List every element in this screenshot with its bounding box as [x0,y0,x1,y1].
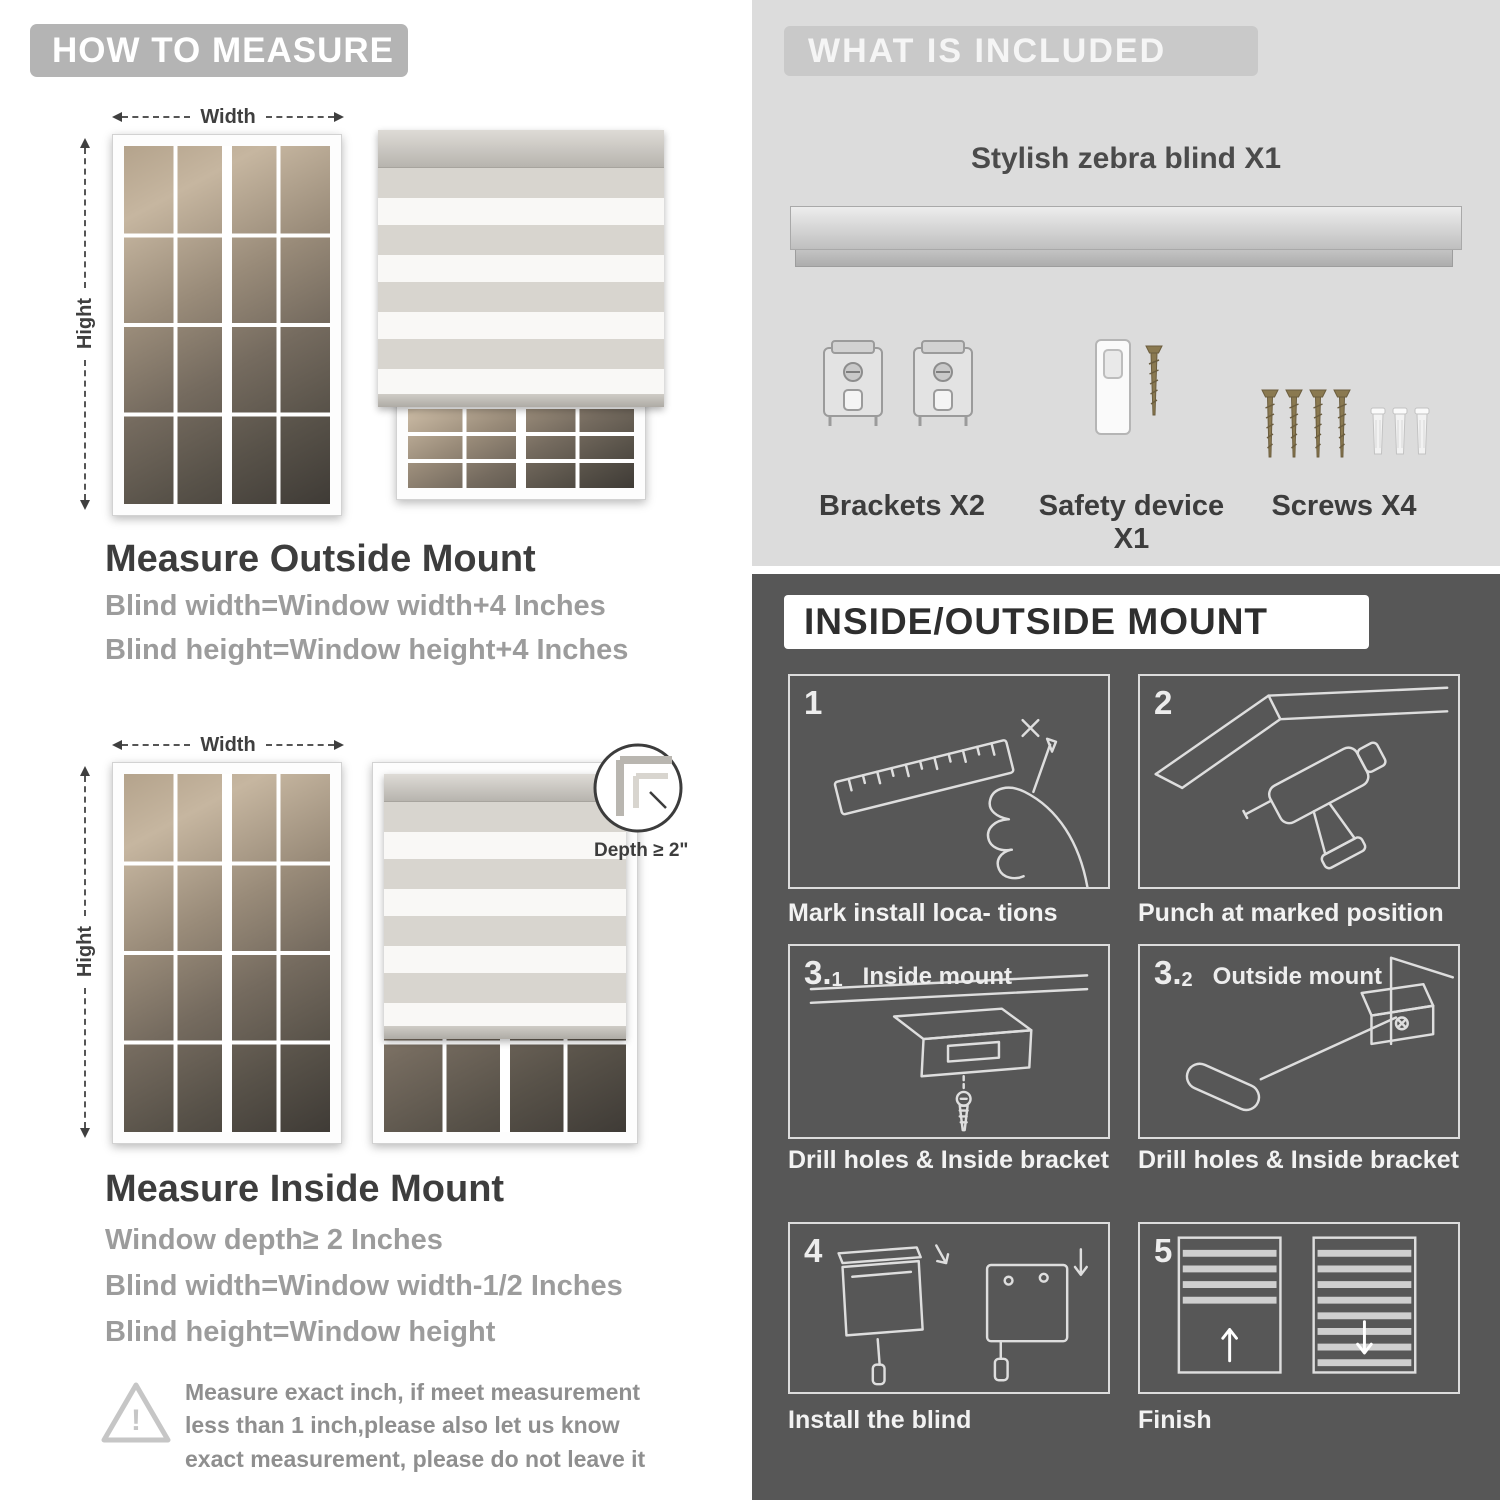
headrail-lip [795,250,1453,267]
depth-corner-icon [593,743,683,833]
step-number: 3. [804,954,832,991]
depth-label: Depth ≥ 2" [594,840,689,861]
step-2-caption: Punch at marked position [1138,899,1444,927]
blind-headrail [384,774,626,802]
step-inline-label: Inside mount [862,963,1012,990]
brackets-label: Brackets X2 [818,490,986,522]
step-4-illustration [837,1244,1088,1386]
dashed-line [122,744,191,746]
step-number: 4 [804,1232,823,1269]
dashed-line [265,116,335,118]
inside-mount-formula-width: Blind width=Window width-1/2 Inches [105,1270,623,1302]
arrow-left-icon [112,112,122,122]
arrow-up-icon [80,766,90,776]
arrow-right-icon [334,112,345,122]
step-3-1-illustration [809,974,1089,1132]
arrow-right-icon [334,740,345,750]
height-label: Hight [73,926,96,978]
step-1-panel: 1 [788,674,1110,889]
inside-mount-depth-rule: Window depth≥ 2 Inches [105,1224,443,1256]
width-arrow: Width [112,733,345,756]
arrow-down-icon [80,500,90,510]
warning-text: Measure exact inch, if meet measurement … [185,1379,646,1472]
screws-label: Screws X4 [1271,490,1417,522]
dashed-line [84,359,86,500]
outside-mount-formula-width: Blind width=Window width+4 Inches [105,590,606,622]
blind-bottomrail [384,1026,626,1039]
height-label: Hight [73,298,96,350]
safety-device-label: Safety device X1 [1038,490,1225,555]
blind-stripes [378,168,664,394]
arrow-down-icon [80,1128,90,1138]
step-inline-label: Outside mount [1212,963,1382,990]
brackets-image [816,338,980,433]
height-arrow: Hight [73,138,96,510]
step-number: 3. [1154,954,1182,991]
width-arrow: Width [112,105,345,128]
step-number: 2 [1154,684,1173,721]
step-5-illustration [1177,1236,1417,1374]
inside-mount-blind-figure [372,762,638,1144]
step-1-caption: Mark install loca- tions [788,899,1058,927]
inside-mount-title: Measure Inside Mount [105,1168,505,1210]
blind-bottomrail [378,394,664,407]
window-panes [124,146,330,504]
step-3-2-illustration [1185,956,1455,1112]
step-3-1-caption: Drill holes & Inside bracket [788,1146,1109,1174]
step-number: 1 [804,684,823,721]
step-subnumber: 1 [831,969,843,991]
width-label: Width [200,105,256,128]
dashed-line [84,776,86,917]
inside-outside-mount-section: INSIDE/OUTSIDE MOUNT 1 [752,574,1500,1500]
bracket-icon [823,340,883,426]
outside-mount-formula-height: Blind height=Window height+4 Inches [105,634,629,666]
zebra-blind-illustration [378,130,664,407]
arrow-up-icon [80,138,90,148]
window-illustration-inside [112,762,342,1144]
screw-icon [1261,389,1430,458]
depth-detail-circle [592,742,684,834]
step-2-panel: 2 [1138,674,1460,889]
dashed-line [122,116,191,118]
zebra-blind-headrail-image [790,206,1462,267]
zebra-blind-illustration [384,774,626,1039]
window-panes [124,774,330,1132]
step-5-panel: 5 [1138,1222,1460,1394]
step-3-2-panel: 3.2 Outside mount [1138,944,1460,1139]
inside-outside-mount-header: INSIDE/OUTSIDE MOUNT [784,595,1369,649]
zebra-blind-label: Stylish zebra blind X1 [970,142,1282,175]
safety-device-image [1084,336,1180,445]
width-label: Width [200,733,256,756]
window-illustration-outside [112,134,342,516]
step-number: 5 [1154,1232,1173,1269]
step-2-illustration [1154,686,1449,870]
headrail-body [790,206,1462,250]
outside-mount-blind-figure [378,130,664,502]
outside-mount-title: Measure Outside Mount [105,538,536,580]
svg-text:!: ! [131,1404,141,1437]
what-is-included-section: WHAT IS INCLUDED Stylish zebra blind X1 [752,0,1500,566]
safety-device-icon [1095,339,1163,435]
step-3-1-panel: 3.1 Inside mount [788,944,1110,1139]
how-to-measure-header: HOW TO MEASURE [30,24,408,77]
warning-triangle-icon: ! [100,1380,172,1446]
step-5-caption: Finish [1138,1406,1212,1434]
dashed-line [265,744,335,746]
blind-stripes [384,802,626,1026]
height-arrow: Hight [73,766,96,1138]
inside-mount-formula-height: Blind height=Window height [105,1316,496,1348]
bracket-icon [913,340,973,426]
blind-headrail [378,130,664,168]
step-1-illustration [833,718,1089,887]
dashed-line [84,987,86,1128]
what-is-included-header: WHAT IS INCLUDED [784,26,1258,76]
arrow-left-icon [112,740,122,750]
dashed-line [84,148,86,289]
step-subnumber: 2 [1181,969,1193,991]
screws-image [1260,386,1440,481]
step-4-caption: Install the blind [788,1406,972,1434]
step-3-2-caption: Drill holes & Inside bracket [1138,1146,1459,1174]
step-4-panel: 4 [788,1222,1110,1394]
